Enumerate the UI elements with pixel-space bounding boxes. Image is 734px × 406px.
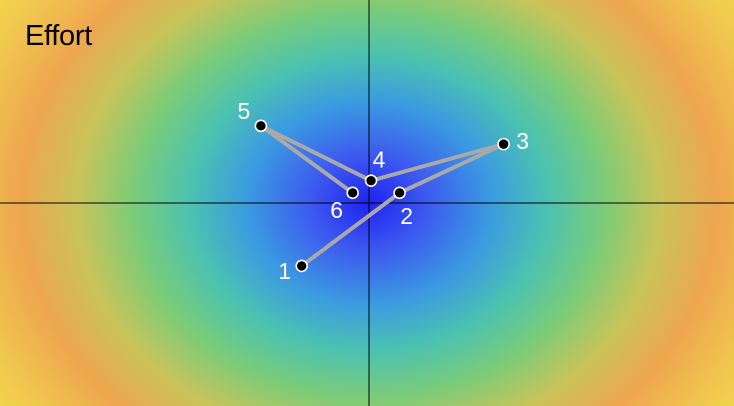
point-label-3: 3	[516, 128, 529, 154]
point-marker-1	[295, 259, 308, 273]
point-label-4: 4	[373, 147, 386, 173]
path-segment-3-4	[369, 142, 506, 183]
path-segment-2-3	[397, 142, 506, 195]
point-label-1: 1	[278, 258, 291, 284]
point-marker-2	[393, 186, 406, 200]
point-marker-3	[497, 137, 510, 151]
point-label-6: 6	[330, 197, 343, 223]
path-segment-5-6	[258, 123, 355, 195]
point-label-2: 2	[400, 203, 413, 229]
path-segment-4-5	[258, 123, 374, 183]
point-label-5: 5	[237, 98, 250, 124]
trajectory-paths	[258, 123, 506, 268]
point-marker-6	[346, 186, 359, 200]
chart-title: Effort	[25, 20, 92, 52]
point-labels: 1 2 3 4 5 6	[237, 98, 529, 284]
point-marker-5	[254, 119, 268, 133]
point-marker-4	[364, 174, 378, 187]
path-segment-1-2	[299, 190, 402, 268]
trajectory-points	[254, 119, 510, 273]
